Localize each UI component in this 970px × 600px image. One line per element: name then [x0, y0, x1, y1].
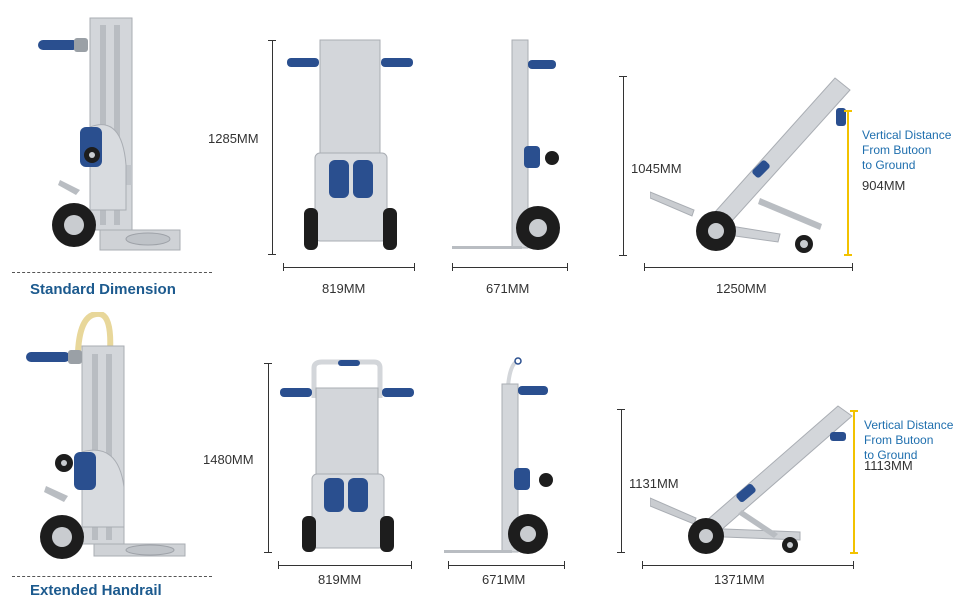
trolley-front-view-extended [280, 359, 414, 552]
tilted-height-label: 1045MM [631, 161, 682, 176]
front-height-label: 1480MM [203, 452, 254, 467]
height-dimension-line [272, 40, 273, 255]
front-height-label: 1285MM [208, 131, 259, 146]
width-dimension-line [278, 565, 412, 566]
caption-divider-extended [12, 576, 212, 577]
side-depth-label: 671MM [486, 281, 530, 296]
height-dimension-line [268, 363, 269, 553]
depth-dimension-line [448, 565, 565, 566]
caption-divider-standard [12, 272, 212, 273]
button-distance-note: Vertical Distance From Butoon to Ground [862, 128, 952, 172]
depth-dimension-line [452, 267, 568, 268]
trolley-side-view-extended [444, 357, 553, 554]
tilted-length-label: 1250MM [716, 281, 767, 296]
tilted-height-label: 1131MM [629, 476, 679, 491]
width-dimension-line [283, 267, 415, 268]
tilted-length-dimension-line [642, 565, 854, 566]
trolley-iso-view-standard [38, 17, 181, 251]
front-width-label: 819MM [318, 572, 362, 587]
front-width-label: 819MM [322, 281, 366, 296]
tilted-height-dimension-line [623, 76, 624, 256]
side-depth-label: 671MM [482, 572, 526, 587]
tilted-height-dimension-line [621, 409, 622, 553]
section-caption-extended: Extended Handrail [30, 582, 162, 599]
button-distance-value: 904MM [862, 178, 906, 193]
trolley-side-view-standard [452, 39, 560, 250]
tilted-length-label: 1371MM [714, 572, 765, 587]
section-caption-standard: Standard Dimension [30, 281, 176, 298]
button-height-measure-line [853, 410, 855, 553]
button-height-measure-line [847, 110, 849, 255]
trolley-tilted-view-extended [650, 405, 853, 554]
tilted-length-dimension-line [644, 267, 853, 268]
trolley-iso-view-extended [26, 312, 186, 559]
trolley-tilted-view-standard [650, 77, 851, 253]
button-distance-note: Vertical Distance From Butoon to Ground [864, 418, 954, 462]
button-distance-value: 1113MM [864, 458, 913, 473]
trolley-front-view-standard [287, 39, 413, 250]
